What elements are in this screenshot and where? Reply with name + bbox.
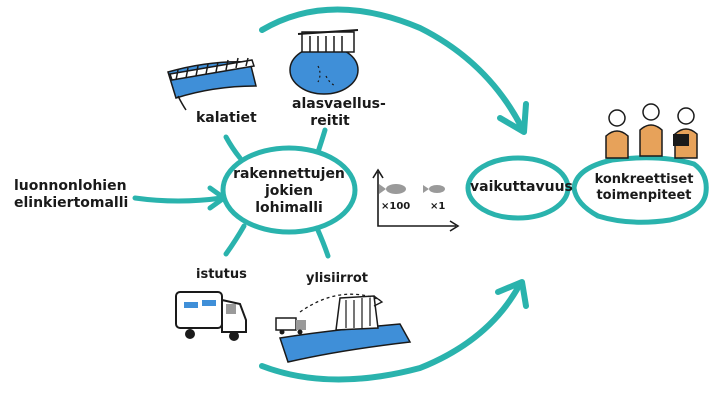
spoke-downstream xyxy=(315,127,328,155)
downstream-line-1: alasvaellus- xyxy=(292,96,386,112)
fish-small-multiplier: ×1 xyxy=(430,201,446,212)
lifecycle-arrow xyxy=(132,195,225,204)
river-model-label: rakennettujen jokien lohimalli xyxy=(233,166,345,217)
fishways-label: kalatiet xyxy=(196,110,257,126)
lifecycle-model-line-1: luonnonlohien xyxy=(14,178,127,194)
people-icon xyxy=(605,103,698,159)
spoke-stocking xyxy=(223,223,247,257)
effectiveness-circle xyxy=(465,155,571,221)
river-model-line-3: lohimalli xyxy=(255,200,323,216)
truck-icon xyxy=(175,291,247,341)
stocking-label: istutus xyxy=(196,267,247,282)
river-model-line-2: jokien xyxy=(265,183,313,199)
river-model-line-1: rakennettujen xyxy=(233,166,345,182)
transfers-label: ylisiirrot xyxy=(306,271,369,286)
downstream-label: alasvaellus- reitit xyxy=(292,96,386,130)
x-axis-arrow-icon xyxy=(449,220,460,232)
lifecycle-arrowhead xyxy=(207,185,227,211)
bridge-fishway-icon xyxy=(167,57,257,111)
measures-circle xyxy=(571,155,709,225)
dam-pond-icon xyxy=(289,29,359,95)
y-axis-arrow-icon xyxy=(372,168,384,179)
fish-icon xyxy=(423,185,445,193)
downstream-line-2: reitit xyxy=(310,113,350,129)
bottom-arrowhead xyxy=(495,279,529,309)
measures-label: konkreettiset toimenpiteet xyxy=(588,172,700,204)
spoke-fishways xyxy=(223,134,243,161)
measures-line-2: toimenpiteet xyxy=(596,188,692,203)
top-arrowhead xyxy=(497,101,529,135)
bottom-arrow xyxy=(259,281,523,383)
fish-large-multiplier: ×100 xyxy=(381,201,411,212)
top-arrow xyxy=(259,6,525,131)
spoke-transfers xyxy=(314,225,331,259)
dam-transfer-icon xyxy=(275,293,412,363)
lifecycle-model-line-2: elinkiertomalli xyxy=(14,195,129,211)
axes-icon xyxy=(377,172,456,227)
lifecycle-model-label: luonnonlohien elinkiertomalli xyxy=(14,178,128,212)
fish-icon xyxy=(379,184,406,194)
river-model-circle xyxy=(220,145,358,235)
measures-line-1: konkreettiset xyxy=(594,172,694,187)
effectiveness-label: vaikuttavuus xyxy=(470,179,573,195)
